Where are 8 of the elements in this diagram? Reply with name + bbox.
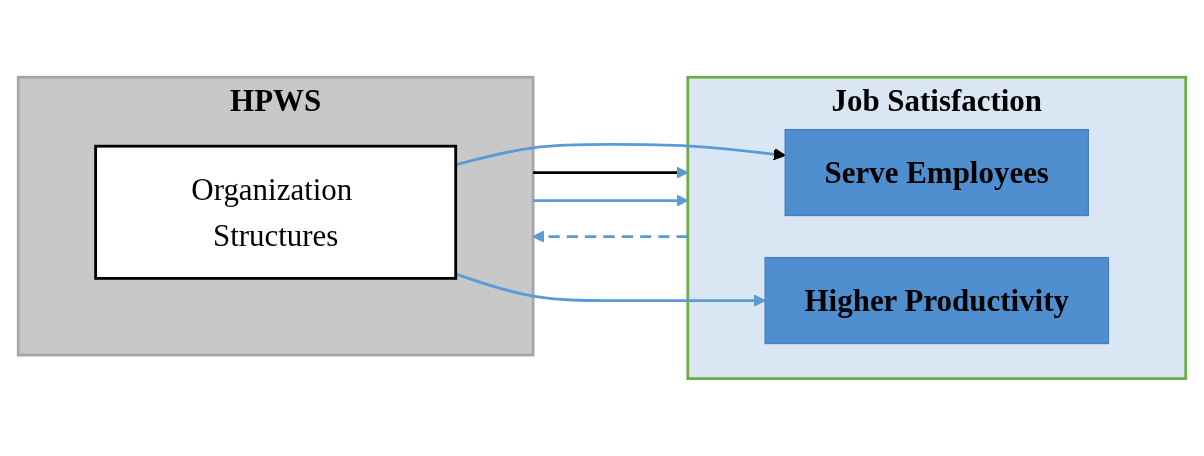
arrow [532,230,688,243]
node-box: Serve Employees [784,129,1089,217]
arrow [455,143,786,167]
arrow [455,272,766,307]
node-box: Higher Productivity [764,257,1110,345]
arrow [533,166,689,179]
arrow [533,194,689,207]
node-box: Organization Structures [94,144,458,280]
